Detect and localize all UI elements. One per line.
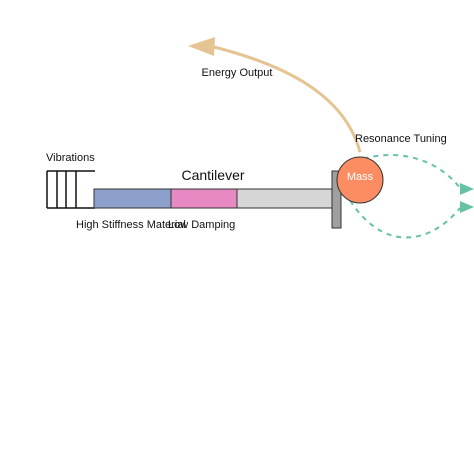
cantilever-beam — [236, 188, 333, 209]
mass-label: Mass — [347, 171, 374, 183]
cantilever-label: Cantilever — [181, 167, 244, 183]
resonance-tuning-label: Resonance Tuning — [355, 133, 447, 145]
energy-output-label: Energy Output — [202, 67, 273, 79]
energy-output-arrow — [188, 37, 362, 153]
high-stiffness-segment — [93, 188, 172, 209]
vibrations-label: Vibrations — [46, 152, 95, 164]
low-damping-segment — [170, 188, 238, 209]
end-clamp — [331, 170, 342, 229]
mass-circle — [336, 156, 384, 204]
low-damping-label: Low Damping — [168, 219, 235, 231]
vibration-source — [46, 170, 95, 209]
high-stiffness-label: High Stiffness Material — [76, 219, 186, 231]
